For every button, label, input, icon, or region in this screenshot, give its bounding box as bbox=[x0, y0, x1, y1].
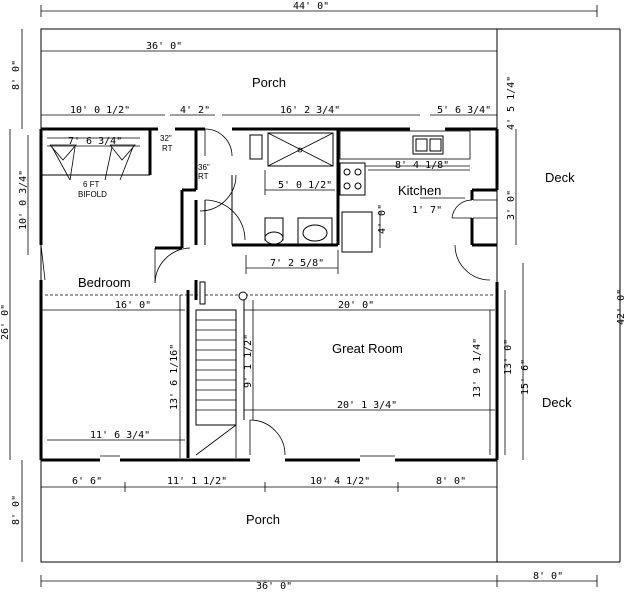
dim-bottom-8-0: 8' 0" bbox=[436, 476, 466, 487]
dim-bottom-36-0: 36' 0" bbox=[256, 581, 292, 592]
dim-porch-top-depth: 8' 0" bbox=[11, 60, 22, 90]
dim-wall-4-2: 4' 2" bbox=[180, 105, 210, 116]
dim-bedroom-16-0: 16' 0" bbox=[115, 300, 151, 311]
room-label-bedroom: Bedroom bbox=[78, 275, 131, 290]
dim-bath-7-2-5-8: 7' 2 5/8" bbox=[270, 258, 324, 269]
dim-bath-5-0-1-2: 5' 0 1/2" bbox=[278, 180, 332, 191]
room-label-deck-right: Deck bbox=[542, 395, 572, 410]
dim-closet-7-6-3-4: 7' 6 3/4" bbox=[68, 136, 122, 147]
dim-wall-10-0-1-2: 10' 0 1/2" bbox=[70, 105, 130, 116]
bath-sink bbox=[297, 217, 333, 245]
dim-wall-4-5-1-4: 4' 5 1/4" bbox=[506, 76, 517, 130]
dim-bottom-10-4-1-2: 10' 4 1/2" bbox=[310, 476, 370, 487]
dim-kitchen-1-7: 1' 7" bbox=[412, 205, 442, 216]
room-label-porch-top: Porch bbox=[252, 75, 286, 90]
dim-deck-3-0: 3' 0" bbox=[506, 190, 517, 220]
door-32-label-line2: RT bbox=[162, 144, 173, 153]
door-swings bbox=[40, 128, 497, 457]
room-label-porch-bottom: Porch bbox=[246, 512, 280, 527]
dim-kitchen-4-0: 4' 0" bbox=[377, 204, 388, 234]
room-label-deck-top: Deck bbox=[545, 170, 575, 185]
dim-porch-top-width: 36' 0" bbox=[146, 41, 182, 52]
dim-bedroom-11-6-3-4: 11' 6 3/4" bbox=[90, 430, 150, 441]
bifold-label-line1: 6 FT bbox=[83, 180, 100, 189]
dim-great-15-6: 15' 6" bbox=[520, 359, 531, 395]
door-32-label-line1: 32" bbox=[160, 134, 172, 143]
dim-great-20-0: 20' 0" bbox=[338, 300, 374, 311]
bifold-doors bbox=[49, 144, 136, 181]
bifold-label-line2: BIFOLD bbox=[78, 190, 107, 199]
dim-bedroom-10-0-3-4: 10' 0 3/4" bbox=[18, 170, 29, 230]
dim-bottom-6-6: 6' 6" bbox=[72, 476, 102, 487]
kitchen-fixtures bbox=[339, 130, 471, 253]
dim-porch-bottom-depth: 8' 0" bbox=[11, 495, 22, 525]
dim-stair-13-6-1-16: 13' 6 1/16" bbox=[169, 344, 180, 410]
dim-great-20-1-3-4: 20' 1 3/4" bbox=[337, 400, 397, 411]
interior-walls bbox=[41, 129, 340, 458]
dim-wall-5-6-3-4: 5' 6 3/4" bbox=[437, 105, 491, 116]
toilet bbox=[264, 217, 284, 245]
room-label-great-room: Great Room bbox=[332, 341, 403, 356]
dim-great-13-0: 13' 0" bbox=[503, 339, 514, 375]
dim-overall-top: 44' 0" bbox=[293, 1, 329, 12]
room-label-kitchen: Kitchen bbox=[398, 183, 441, 198]
dim-right-42-0: 42' 0" bbox=[616, 289, 626, 325]
dim-bottom-deck-8-0: 8' 0" bbox=[533, 571, 563, 582]
dim-left-26-0: 26' 0" bbox=[0, 304, 11, 340]
dim-bottom-11-1-1-2: 11' 1 1/2" bbox=[167, 476, 227, 487]
dim-kitchen-8-4-1-8: 8' 4 1/8" bbox=[395, 160, 449, 171]
shower bbox=[249, 132, 334, 167]
door-36-label-line1: 36" bbox=[198, 163, 210, 172]
door-36-label-line2: RT bbox=[198, 172, 209, 181]
dim-stair-9-1-1-2: 9' 1 1/2" bbox=[243, 334, 254, 388]
dimension-lines bbox=[9, 5, 621, 587]
dim-great-13-9-1-4: 13' 9 1/4" bbox=[472, 338, 483, 398]
dim-wall-16-2-3-4: 16' 2 3/4" bbox=[280, 105, 340, 116]
stairs bbox=[195, 281, 248, 458]
